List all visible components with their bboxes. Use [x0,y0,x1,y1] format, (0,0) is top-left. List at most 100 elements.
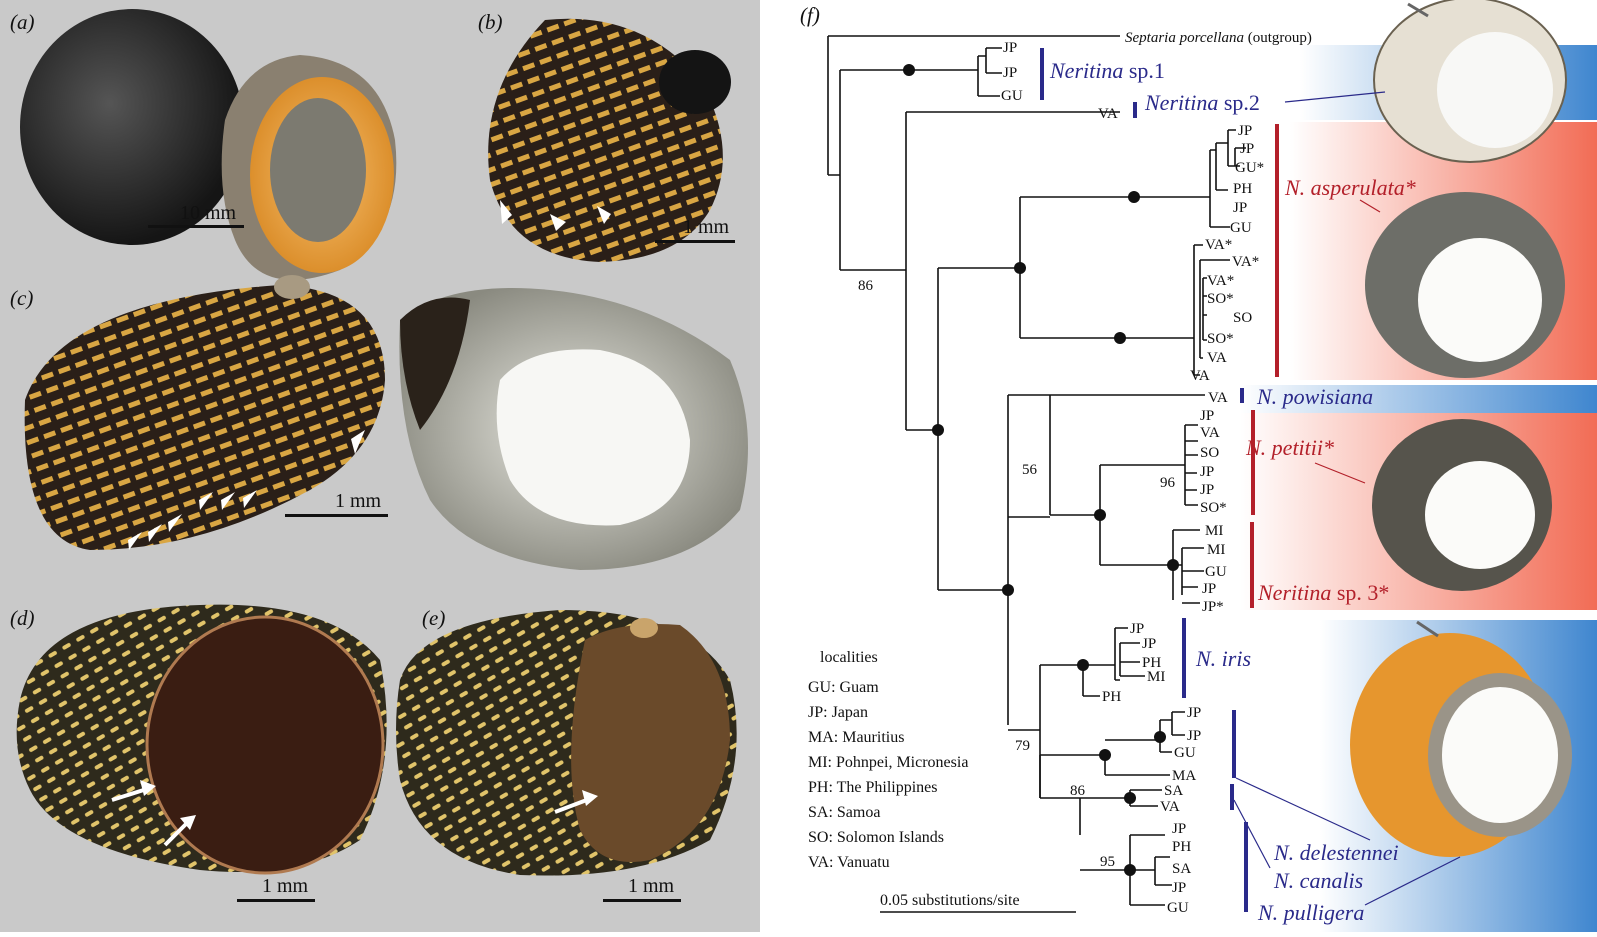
clade-label-iris: N. iris [1195,646,1251,671]
scale-bar-b [655,240,735,243]
tip: SO* [1200,500,1227,516]
photo-asperulata [1365,192,1565,378]
scale-bar-e [603,899,681,902]
scale-label-e: 1 mm [628,875,674,898]
tip: VA* [1232,254,1259,270]
leader-line [1234,800,1270,868]
legend-item: MI: Pohnpei, Micronesia [808,754,968,771]
clade-label-sp3: Neritina sp. 3* [1257,580,1389,605]
tip: VA [1200,425,1220,441]
tip: MI [1205,523,1223,539]
photo-panels: (a) (b) (c) (d) (e) 10 mm 1 mm 1 mm 1 mm… [0,0,760,932]
tip: VA [1190,368,1210,384]
scale-label-a: 10 mm [180,202,236,225]
tip: VA* [1205,237,1232,253]
tip: PH [1233,181,1252,197]
phylogenetic-tree: Septaria porcellana (outgroup) JP JP GU … [760,0,1597,932]
tip: VA [1160,799,1180,815]
bootstrap-value: 96 [1160,475,1176,491]
tip: MI [1147,669,1165,685]
tip: JP [1233,200,1247,216]
tip: JP [1187,705,1201,721]
tip: SO* [1207,291,1234,307]
legend-item: GU: Guam [808,679,879,696]
photo-e [396,610,737,876]
tip: PH [1102,689,1121,705]
tip: JP [1240,141,1254,157]
panel-label-f: (f) [800,3,820,27]
legend-item: MA: Mauritius [808,729,904,746]
bootstrap-value: 56 [1022,462,1038,478]
tip: GU [1205,564,1227,580]
tip: SA [1164,783,1183,799]
legend-item: SO: Solomon Islands [808,829,944,846]
tip: SO [1233,310,1252,326]
tip: GU* [1235,160,1264,176]
bootstrap-value: 86 [1070,783,1086,799]
bootstrap-value: 86 [858,278,874,294]
photo-a [20,9,396,280]
clade-label-pulligera: N. pulligera [1257,900,1364,925]
clade-label-sp1: Neritina sp.1 [1049,58,1165,83]
clade-label-petitii: N. petitii* [1245,435,1334,460]
photo-d [17,605,387,873]
panel-label-d: (d) [10,606,35,631]
panel-label-b: (b) [478,10,503,35]
tip: MA [1172,768,1196,784]
tip: JP [1003,40,1017,56]
tip: GU [1230,220,1252,236]
panel-label-e: (e) [422,606,445,631]
tip: GU [1001,88,1023,104]
tip: JP [1172,880,1186,896]
clade-label-asperulata: N. asperulata* [1284,175,1416,200]
tip: JP [1202,581,1216,597]
bootstrap-value: 79 [1015,738,1030,754]
clade-label-powisiana: N. powisiana [1256,384,1373,409]
tip: JP [1130,621,1144,637]
scale-label-d: 1 mm [262,875,308,898]
scale-bar-d [237,899,315,902]
tip: VA [1208,390,1228,406]
phylogeny-panel: Septaria porcellana (outgroup) JP JP GU … [760,0,1597,932]
scale-bar-a [148,225,244,228]
tip: MI [1207,542,1225,558]
photo-c [25,275,748,570]
tip: JP* [1202,599,1224,615]
scale-bar-label: 0.05 substitutions/site [880,892,1020,909]
tip: SO* [1207,331,1234,347]
tip: JP [1200,408,1214,424]
tip: VA* [1207,273,1234,289]
outgroup-label: Septaria porcellana (outgroup) [1125,30,1312,46]
panel-label-c: (c) [10,286,33,311]
tip: JP [1172,821,1186,837]
tip: PH [1172,839,1191,855]
tip: JP [1200,464,1214,480]
bootstrap-value: 95 [1100,854,1115,870]
tip: VA [1098,106,1118,122]
tip: JP [1200,482,1214,498]
clade-label-delestennei: N. delestennei [1273,840,1399,865]
tip: SA [1172,861,1191,877]
tip: GU [1174,745,1196,761]
tip: VA [1207,350,1227,366]
clade-label-sp2: Neritina sp.2 [1144,90,1260,115]
tip: JP [1142,636,1156,652]
photo-sp2 [1374,0,1566,162]
shell-photos [0,0,760,932]
scale-label-c: 1 mm [335,490,381,513]
tip: JP [1238,123,1252,139]
clade-label-canalis: N. canalis [1273,868,1363,893]
photo-petitii [1372,419,1552,591]
legend-item: SA: Samoa [808,804,880,821]
tip: SO [1200,445,1219,461]
tip: JP [1003,65,1017,81]
tip: GU [1167,900,1189,916]
legend-item: VA: Vanuatu [808,854,890,871]
legend-item: PH: The Philippines [808,779,938,796]
tip: JP [1187,728,1201,744]
panel-label-a: (a) [10,10,35,35]
legend-item: JP: Japan [808,704,868,721]
scale-label-b: 1 mm [683,216,729,239]
legend-title: localities [820,649,878,666]
scale-bar-c [285,514,388,517]
